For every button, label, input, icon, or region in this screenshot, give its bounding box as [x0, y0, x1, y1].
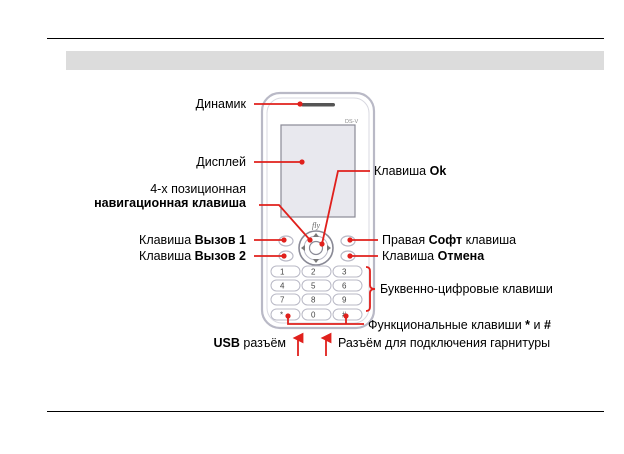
keypad-key-label: 0: [311, 311, 316, 320]
label-usb: USB разъём: [214, 336, 286, 350]
keypad-key: [332, 293, 363, 306]
keypad-key-label: 4: [280, 282, 285, 291]
label-display: Дисплей: [196, 155, 246, 169]
label-usb-suffix: разъём: [239, 336, 286, 350]
keypad-key-label: 9: [342, 296, 347, 305]
keypad-key-label: 8: [311, 296, 316, 305]
keypad-key: [332, 265, 363, 278]
model-text: DS-V: [345, 119, 358, 125]
label-cancel: Клавиша Отмена: [382, 249, 484, 263]
keypad-key: [301, 308, 332, 321]
label-call-2-prefix: Клавиша: [139, 249, 195, 263]
label-call-1-prefix: Клавиша: [139, 233, 195, 247]
label-alnum: Буквенно-цифровые клавиши: [380, 282, 553, 296]
label-right-soft: Правая Софт клавиша: [382, 233, 516, 247]
label-cancel-bold: Отмена: [437, 249, 485, 263]
alnum-bracket: [365, 266, 376, 312]
keypad-key-label: 5: [311, 282, 316, 291]
ok-line: [321, 170, 370, 245]
keypad-key: [332, 279, 363, 292]
label-headset: Разъём для подключения гарнитуры: [338, 336, 551, 350]
label-call-2: Клавиша Вызов 2: [139, 249, 246, 263]
keypad-key: [270, 265, 301, 278]
phone-inner-outline: [266, 97, 370, 324]
label-function-mid: и: [530, 318, 544, 332]
keypad-key: [301, 265, 332, 278]
keypad-key-label: 6: [342, 282, 347, 291]
label-nav-line1: 4-х позиционная: [150, 182, 246, 196]
label-function-prefix: Функциональные клавиши: [368, 318, 526, 332]
keypad-key-label: 1: [280, 268, 285, 277]
label-cancel-prefix: Клавиша: [382, 249, 438, 263]
keypad-key: [301, 279, 332, 292]
label-usb-bold: USB: [213, 336, 240, 350]
keypad-key-label: 7: [280, 296, 285, 305]
keypad-key: [270, 293, 301, 306]
keypad-key-label: *: [280, 311, 283, 320]
keypad-key-label: 2: [311, 268, 316, 277]
navigation-line: [259, 204, 311, 241]
label-nav-line2: навигационная клавиша: [94, 196, 246, 210]
label-ok-bold: Ok: [429, 164, 447, 178]
ok-key: [308, 240, 324, 256]
header-band: [66, 51, 604, 70]
label-ok: Клавиша Ok: [374, 164, 446, 178]
label-function-star: *: [525, 318, 531, 332]
speaker-grille: [301, 103, 335, 107]
top-rule: [47, 38, 604, 39]
label-call-2-bold: Вызов 2: [194, 249, 246, 263]
keypad-key: [270, 308, 301, 321]
callout-dots: [281, 101, 353, 319]
label-function-keys: Функциональные клавиши * и #: [368, 318, 551, 332]
callout-lines: [254, 103, 378, 356]
label-call-1-bold: Вызов 1: [194, 233, 246, 247]
keypad-key-label: 3: [342, 268, 347, 277]
label-call-1: Клавиша Вызов 1: [139, 233, 246, 247]
label-speaker: Динамик: [195, 97, 246, 111]
label-right-soft-prefix: Правая: [382, 233, 429, 247]
label-ok-prefix: Клавиша: [374, 164, 430, 178]
keypad-key: [270, 279, 301, 292]
label-right-soft-suffix: клавиша: [462, 233, 517, 247]
brand-logo: fly: [312, 221, 320, 230]
bottom-rule: [47, 411, 604, 412]
label-function-hash: #: [543, 318, 551, 332]
star-key-line: [287, 318, 364, 325]
keypad-key: [301, 293, 332, 306]
label-right-soft-bold: Софт: [428, 233, 463, 247]
